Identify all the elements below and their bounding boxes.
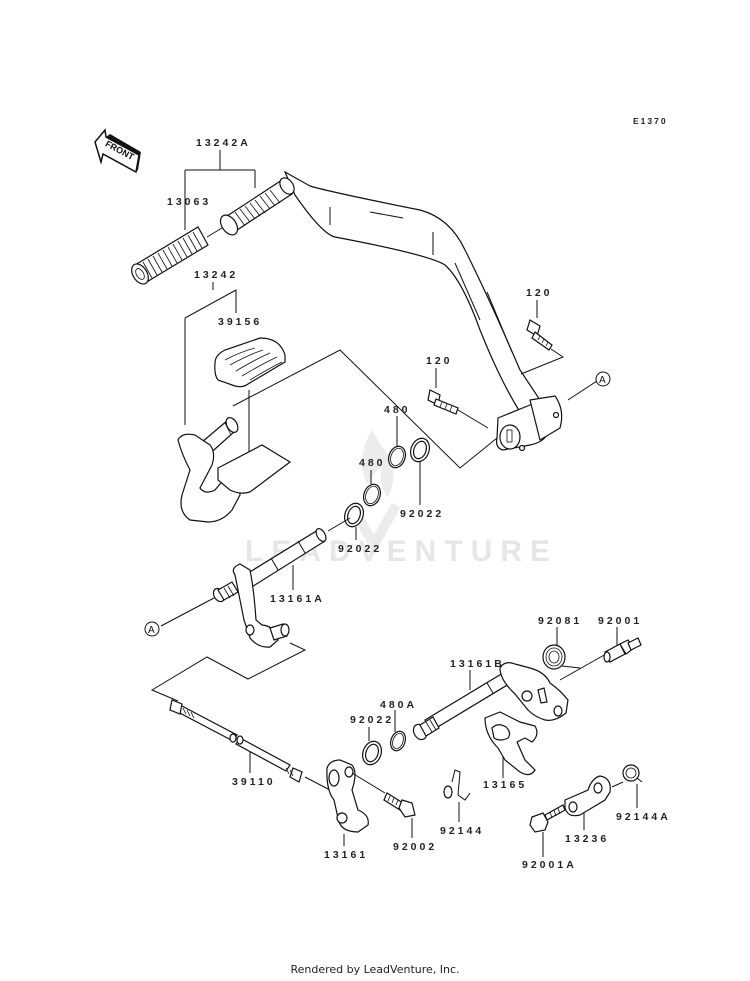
label-13063: 13063 [167, 196, 211, 208]
circlip-480-a [362, 483, 382, 507]
label-39110: 39110 [232, 776, 276, 788]
bolt-120-lower [427, 389, 459, 415]
label-13161B: 13161B [450, 658, 505, 670]
label-13161: 13161 [324, 849, 368, 861]
shift-lever [283, 170, 563, 452]
footer-credit: Rendered by LeadVenture, Inc. [290, 963, 460, 976]
label-39156: 39156 [218, 316, 262, 328]
label-13161A: 13161A [270, 593, 325, 605]
label-480-a: 480 [359, 457, 386, 469]
label-480A: 480A [380, 699, 417, 711]
callout-a-right-text: A [599, 375, 606, 386]
shift-shaft-13161B [412, 662, 569, 741]
washer-92022-lower [361, 740, 383, 766]
spring-92081 [542, 644, 581, 670]
bolt-92001A [529, 804, 566, 833]
bolt-92002 [383, 792, 416, 818]
bolt-120-upper [526, 319, 553, 351]
front-arrow-icon: FRONT [94, 128, 141, 174]
label-92144: 92144 [440, 825, 484, 837]
label-92144A: 92144A [616, 811, 671, 823]
label-92002: 92002 [393, 841, 437, 853]
label-92022-mid: 92022 [338, 543, 382, 555]
spring-92144 [443, 769, 471, 801]
circlip-480-b [387, 445, 407, 469]
label-92001: 92001 [598, 615, 642, 627]
label-92081: 92081 [538, 615, 582, 627]
label-92022-upper: 92022 [400, 508, 444, 520]
washer-92022-upper [409, 437, 431, 463]
label-120-upper: 120 [526, 287, 553, 299]
plate-13165 [484, 711, 538, 776]
diagram-code: E1370 [633, 116, 668, 126]
peg-cover [131, 226, 209, 285]
spring-92144A [622, 764, 643, 783]
label-92001A: 92001A [522, 859, 577, 871]
label-120-lower: 120 [426, 355, 453, 367]
label-92022-lower: 92022 [350, 714, 394, 726]
pin-92001 [603, 637, 642, 663]
label-13242A: 13242A [196, 137, 251, 149]
watermark: LEADVENTURE [245, 430, 550, 568]
shift-shaft-13161A [212, 517, 351, 648]
brake-pedal [177, 417, 292, 523]
washer-92022-mid [343, 502, 365, 528]
label-480-b: 480 [384, 404, 411, 416]
callout-a-left-text: A [148, 625, 155, 636]
label-13236: 13236 [565, 833, 609, 845]
callout-a-left [144, 621, 160, 637]
label-13165: 13165 [483, 779, 527, 791]
stopper-arm-13236 [564, 775, 611, 817]
label-13242: 13242 [194, 269, 238, 281]
shift-arm-13161 [326, 759, 369, 833]
peg-rubber [206, 177, 295, 238]
circlip-480A [389, 730, 407, 752]
tie-rod-39110 [169, 699, 331, 791]
pedal-pad-rubber [214, 337, 286, 388]
callout-a-right [595, 371, 611, 387]
